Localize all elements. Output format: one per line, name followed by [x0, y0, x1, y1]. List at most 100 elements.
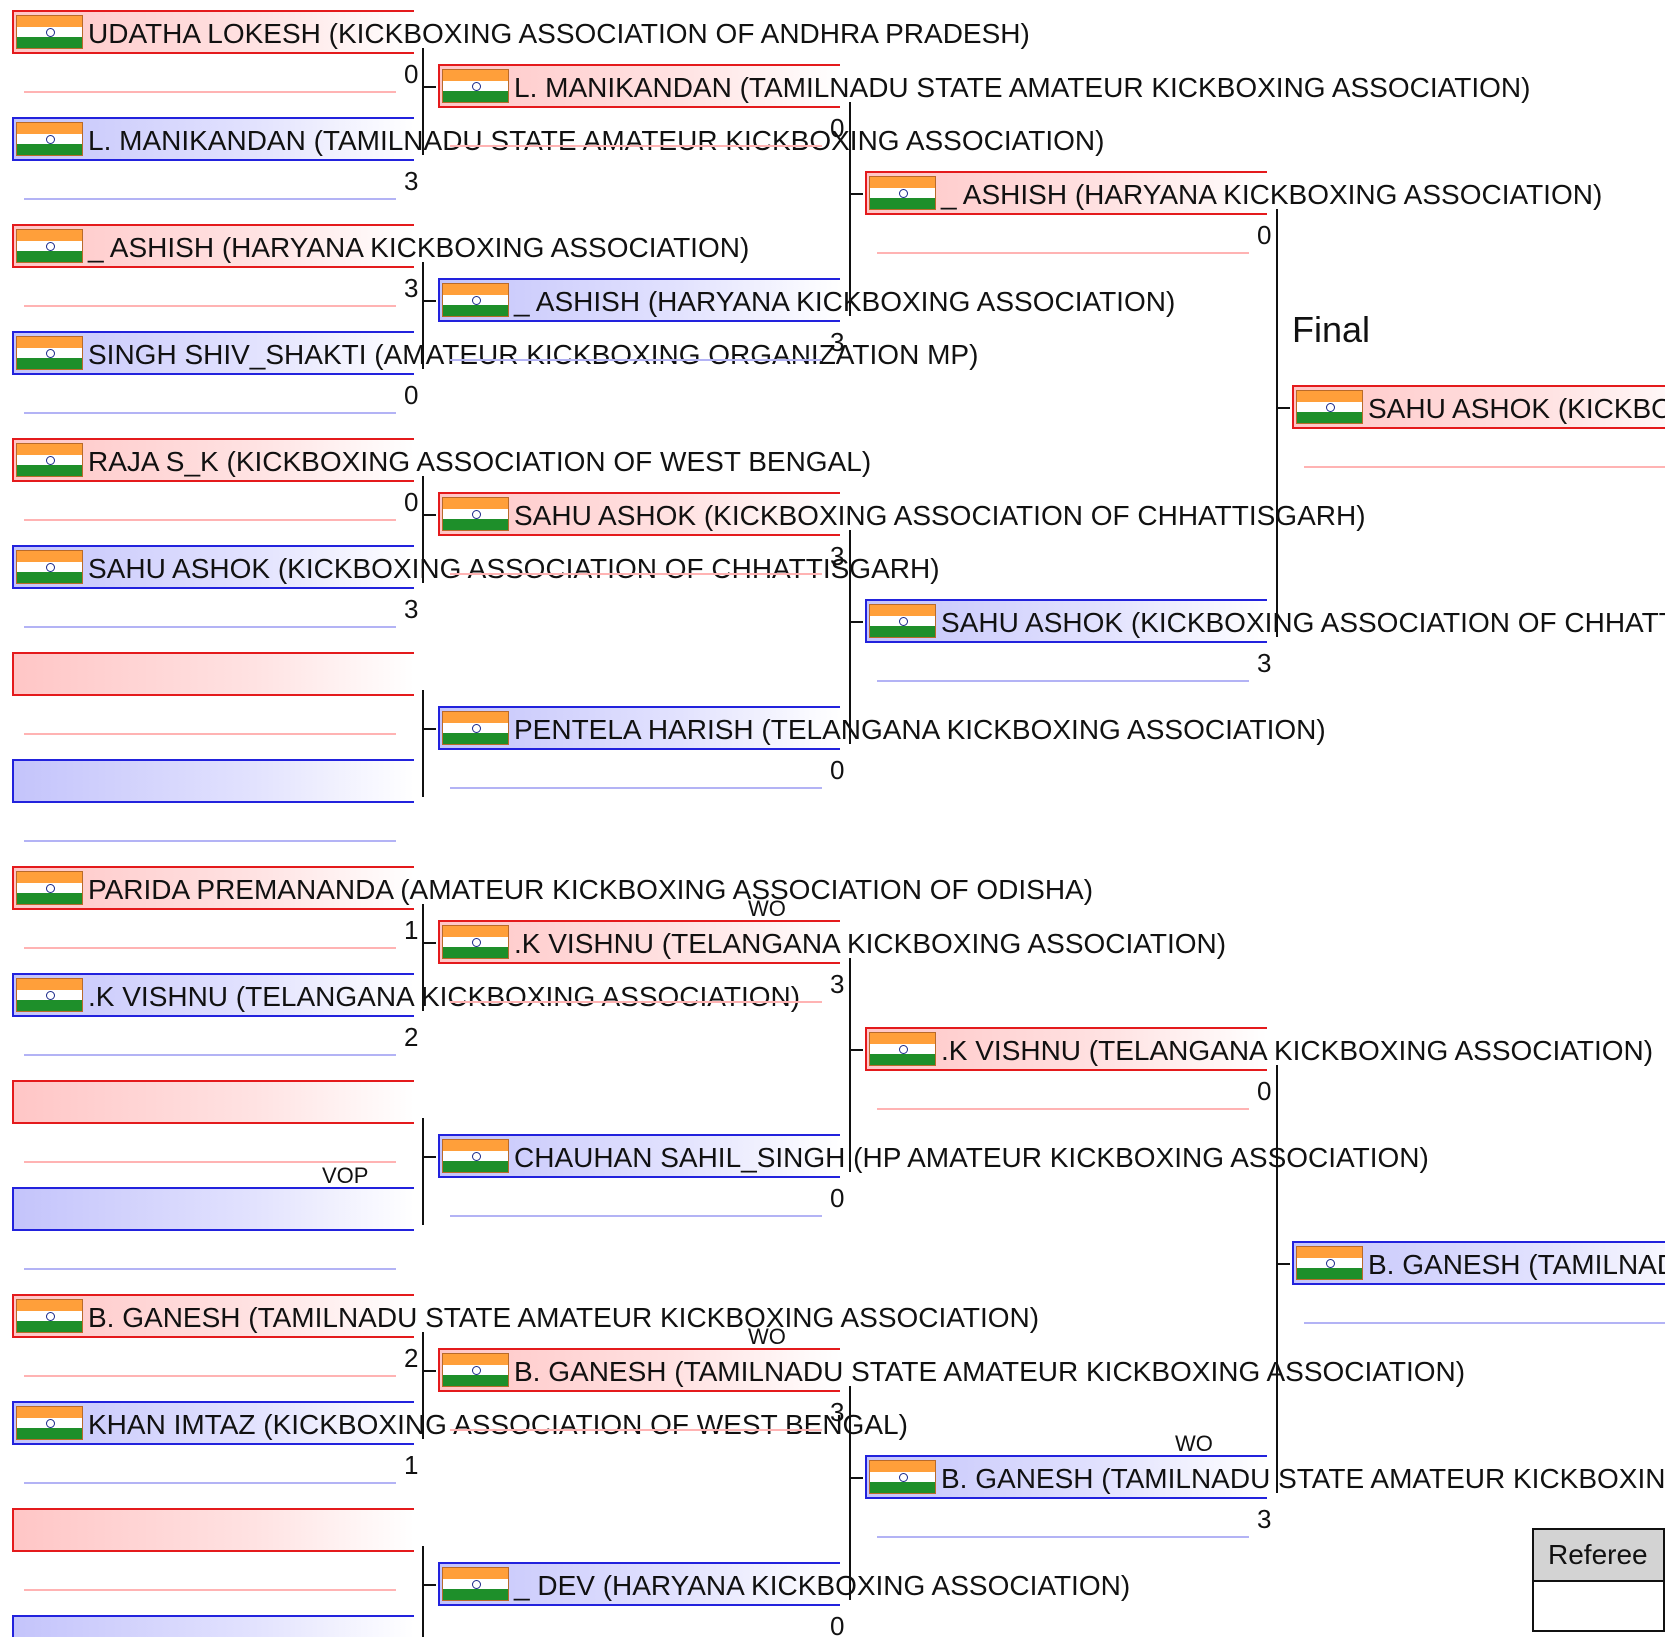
competitor-slot: KHAN IMTAZ (KICKBOXING ASSOCIATION OF WE…	[12, 1401, 908, 1445]
flag-stripe-green	[870, 198, 935, 209]
india-flag-icon	[869, 176, 936, 210]
india-flag-icon	[442, 1139, 509, 1173]
bracket-connector	[422, 1332, 424, 1439]
flag-stripe-green	[870, 626, 935, 637]
flag-stripe-saffron	[17, 1407, 82, 1418]
bracket-connector	[1276, 1065, 1278, 1493]
flag-stripe-green	[443, 1161, 508, 1172]
flag-stripe-saffron	[870, 177, 935, 188]
competitor-name: _ ASHISH (HARYANA KICKBOXING ASSOCIATION…	[88, 232, 750, 263]
flag-stripe-white	[443, 722, 508, 734]
score-value: 0	[830, 1183, 845, 1213]
score-line	[24, 305, 396, 307]
flag-stripe-saffron	[17, 337, 82, 348]
competitor-slot: .K VISHNU (TELANGANA KICKBOXING ASSOCIAT…	[12, 973, 800, 1017]
result-tag: WO	[1175, 1431, 1213, 1456]
india-flag-icon	[442, 69, 509, 103]
score-line	[450, 1429, 822, 1431]
competitor-slot: L. MANIKANDAN (TAMILNADU STATE AMATEUR K…	[438, 64, 1530, 108]
india-flag-icon	[16, 15, 83, 49]
competitor-slot	[12, 1508, 414, 1552]
bracket-connector	[422, 690, 424, 797]
flag-stripe-green	[17, 1428, 82, 1439]
bracket-connector	[422, 48, 424, 155]
flag-stripe-white	[1297, 401, 1362, 413]
competitor-slot: PENTELA HARISH (TELANGANA KICKBOXING ASS…	[438, 706, 1326, 750]
flag-stripe-saffron	[870, 1461, 935, 1472]
india-flag-icon	[1296, 390, 1363, 424]
flag-stripe-green	[443, 305, 508, 316]
score-value: 0	[404, 59, 419, 89]
score-line	[877, 680, 1249, 682]
competitor-slot: _ ASHISH (HARYANA KICKBOXING ASSOCIATION…	[12, 224, 749, 268]
flag-stripe-white	[870, 187, 935, 199]
competitor-slot: B. GANESH (TAMILNADU STATE AMATEUR KICKB…	[865, 1455, 1665, 1499]
bracket-connector	[422, 728, 436, 730]
flag-stripe-white	[443, 1150, 508, 1162]
competitor-name: .K VISHNU (TELANGANA KICKBOXING ASSOCIAT…	[88, 981, 801, 1012]
bracket-connector	[849, 102, 851, 316]
score-line	[24, 519, 396, 521]
score-line	[24, 1161, 396, 1163]
score-value: 3	[830, 541, 845, 571]
india-flag-icon	[442, 925, 509, 959]
result-tag: WO	[748, 896, 786, 921]
competitor-name: B. GANESH (TAMILNADU STATE AMATEUR KICKB…	[941, 1463, 1665, 1494]
bracket-connector	[422, 514, 436, 516]
score-value: 3	[1257, 648, 1272, 678]
flag-stripe-green	[443, 733, 508, 744]
india-flag-icon	[16, 336, 83, 370]
flag-stripe-green	[17, 358, 82, 369]
competitor-slot: UDATHA LOKESH (KICKBOXING ASSOCIATION OF…	[12, 10, 1030, 54]
india-flag-icon	[16, 1406, 83, 1440]
competitor-slot	[12, 1187, 414, 1231]
score-value: 3	[404, 273, 419, 303]
bracket-connector	[849, 958, 851, 1172]
referee-header: Referee	[1532, 1528, 1665, 1582]
score-value: 0	[404, 380, 419, 410]
flag-stripe-white	[443, 1364, 508, 1376]
score-line	[24, 91, 396, 93]
competitor-name: B. GANESH (TAMILNADU STATE AMATEUR KICKB…	[514, 1356, 1466, 1387]
score-value: 3	[830, 327, 845, 357]
flag-stripe-saffron	[17, 979, 82, 990]
score-line	[24, 412, 396, 414]
flag-stripe-white	[17, 989, 82, 1001]
flag-stripe-green	[1297, 412, 1362, 423]
competitor-slot	[12, 652, 414, 696]
score-value: 0	[1257, 1076, 1272, 1106]
flag-stripe-white	[443, 80, 508, 92]
flag-stripe-white	[17, 1417, 82, 1429]
india-flag-icon	[442, 497, 509, 531]
competitor-slot: .K VISHNU (TELANGANA KICKBOXING ASSOCIAT…	[438, 920, 1226, 964]
score-value: 1	[404, 1450, 419, 1480]
competitor-slot: CHAUHAN SAHIL_SINGH (HP AMATEUR KICKBOXI…	[438, 1134, 1429, 1178]
flag-stripe-saffron	[17, 16, 82, 27]
flag-stripe-saffron	[17, 1300, 82, 1311]
flag-stripe-saffron	[17, 230, 82, 241]
score-line	[24, 626, 396, 628]
competitor-name: SAHU ASHOK (KICKBOXING ASSOCIATION OF CH…	[88, 553, 940, 584]
flag-stripe-white	[17, 454, 82, 466]
bracket-connector	[422, 1156, 436, 1158]
bracket-connector	[422, 1546, 424, 1637]
score-line	[24, 198, 396, 200]
flag-stripe-white	[17, 347, 82, 359]
competitor-name: L. MANIKANDAN (TAMILNADU STATE AMATEUR K…	[514, 72, 1531, 103]
bracket-connector	[422, 942, 436, 944]
india-flag-icon	[16, 1299, 83, 1333]
flag-stripe-saffron	[443, 712, 508, 723]
competitor-slot: RAJA S_K (KICKBOXING ASSOCIATION OF WEST…	[12, 438, 871, 482]
bracket-connector	[1276, 407, 1290, 409]
competitor-name: .K VISHNU (TELANGANA KICKBOXING ASSOCIAT…	[514, 928, 1227, 959]
bracket-connector	[422, 1584, 436, 1586]
india-flag-icon	[16, 978, 83, 1012]
flag-stripe-white	[17, 240, 82, 252]
score-value: 2	[404, 1022, 419, 1052]
score-line	[450, 1215, 822, 1217]
score-value: 3	[830, 969, 845, 999]
score-line	[24, 1054, 396, 1056]
flag-stripe-white	[1297, 1257, 1362, 1269]
flag-stripe-green	[17, 572, 82, 583]
flag-stripe-white	[870, 615, 935, 627]
